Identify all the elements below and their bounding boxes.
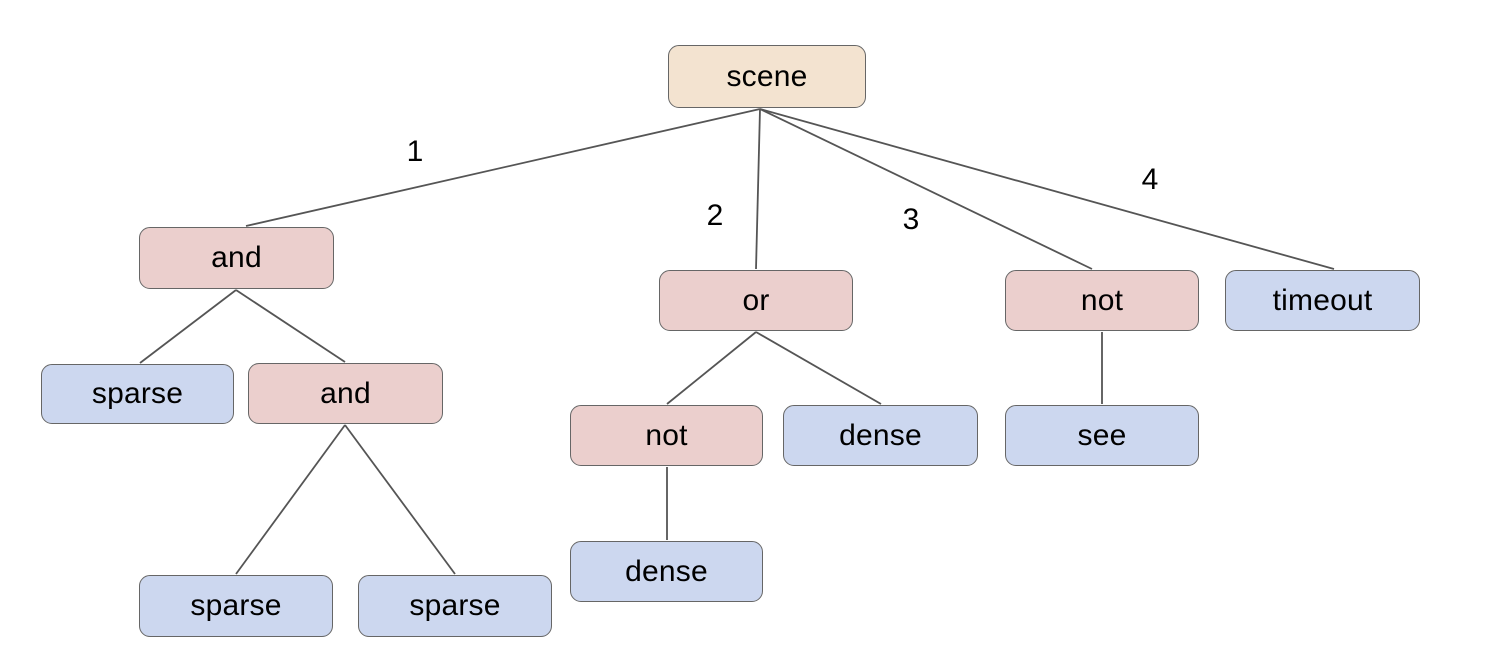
tree-node-scene[interactable]: scene — [668, 45, 866, 108]
tree-node-label: dense — [839, 418, 922, 452]
tree-node-label: sparse — [409, 589, 501, 622]
tree-edge-and2-to-sparse3 — [344, 424, 456, 575]
tree-node-not_m[interactable]: not — [570, 405, 763, 466]
tree-node-label: sparse — [190, 589, 282, 622]
edge-label-1: 1 — [406, 135, 424, 168]
tree-edge-scene-to-and1 — [245, 108, 761, 227]
tree-node-not_r[interactable]: not — [1005, 270, 1199, 331]
tree-node-label: dense — [625, 554, 708, 588]
tree-node-or1[interactable]: or — [659, 270, 853, 331]
edge-label-4: 4 — [1141, 163, 1159, 196]
tree-node-label: timeout — [1272, 283, 1373, 317]
tree-node-label: sparse — [91, 377, 184, 410]
tree-edge-or1-to-dense1 — [755, 331, 882, 405]
tree-node-label: or — [742, 283, 770, 317]
tree-node-label: not — [645, 418, 688, 452]
tree-edge-scene-to-or1 — [755, 108, 761, 270]
tree-edge-and2-to-sparse2 — [235, 424, 346, 575]
tree-node-label: scene — [726, 59, 808, 93]
tree-node-sparse2[interactable]: sparse — [139, 575, 333, 637]
tree-node-label: see — [1077, 418, 1127, 452]
tree-node-timeout[interactable]: timeout — [1225, 270, 1420, 331]
tree-node-label: not — [1080, 283, 1124, 317]
tree-node-sparse1[interactable]: sparse — [41, 364, 234, 424]
tree-node-and2[interactable]: and — [248, 363, 443, 424]
edge-label-2: 2 — [706, 199, 724, 232]
tree-node-label: and — [211, 241, 262, 274]
tree-node-dense2[interactable]: dense — [570, 541, 763, 602]
tree-node-label: and — [320, 376, 371, 410]
tree-edge-scene-to-not_r — [759, 108, 1093, 270]
tree-edge-or1-to-not_m — [666, 331, 757, 405]
tree-node-see[interactable]: see — [1005, 405, 1199, 466]
tree-node-sparse3[interactable]: sparse — [358, 575, 552, 637]
tree-node-dense1[interactable]: dense — [783, 405, 978, 466]
tree-edge-and1-to-and2 — [235, 289, 346, 363]
tree-edge-scene-to-timeout — [759, 108, 1335, 270]
tree-edge-and1-to-sparse1 — [139, 289, 237, 364]
tree-node-and1[interactable]: and — [139, 227, 334, 289]
edge-label-3: 3 — [902, 203, 920, 236]
